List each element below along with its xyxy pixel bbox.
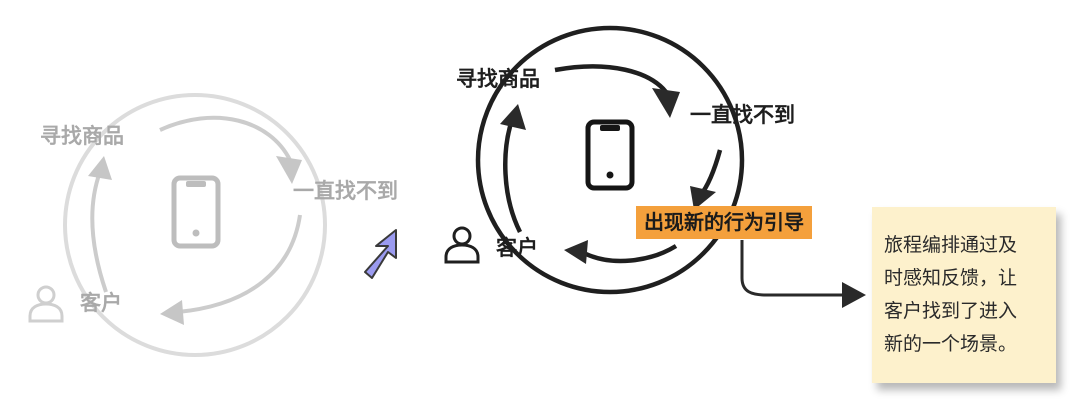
left-phone-icon — [171, 175, 221, 249]
left-arrow-search-to-notfound — [159, 115, 292, 161]
note-line: 客户找到了进入 — [884, 300, 1018, 322]
right-arrowhead-customer — [564, 240, 588, 264]
right-arrowhead-notfound — [652, 88, 680, 118]
left-notfound-label: 一直找不到 — [293, 179, 398, 203]
right-loop — [444, 25, 866, 308]
right-arrow-search-to-notfound — [554, 64, 668, 94]
right-arrowhead-search — [500, 104, 526, 130]
right-arrow-customer-to-search — [503, 119, 523, 234]
left-arrow-customer-to-search — [90, 171, 108, 293]
right-person-icon — [444, 226, 480, 264]
note-line: 旅程编排通过及 — [884, 234, 1018, 256]
left-loop — [28, 93, 327, 357]
right-arrowhead-guidance — [690, 186, 716, 210]
right-customer-label: 客户 — [496, 236, 538, 260]
right-search-label: 寻找商品 — [456, 67, 540, 91]
left-customer-label: 客户 — [80, 291, 122, 315]
left-arrowhead-notfound — [276, 156, 302, 184]
transition-arrow-icon — [364, 229, 397, 279]
left-arrow-notfound-to-customer — [177, 214, 302, 314]
note-line: 时感知反馈，让 — [884, 267, 1018, 289]
right-outer-ring — [475, 25, 745, 295]
left-arrowhead-customer — [160, 300, 184, 325]
left-arrowhead-search — [88, 156, 112, 180]
guidance-to-note-connector — [740, 240, 845, 297]
right-arrow-guidance-to-customer — [585, 244, 678, 264]
left-outer-ring — [63, 93, 327, 357]
left-search-label: 寻找商品 — [40, 124, 124, 148]
right-notfound-label: 一直找不到 — [690, 103, 795, 127]
right-phone-icon — [585, 119, 635, 191]
note-arrowhead — [842, 282, 866, 308]
sticky-note: 旅程编排通过及 时感知反馈，让 客户找到了进入 新的一个场景。 — [872, 207, 1056, 383]
note-line: 新的一个场景。 — [884, 333, 1018, 355]
left-person-icon — [28, 285, 64, 323]
new-behavior-guidance-badge: 出现新的行为引导 — [636, 206, 812, 239]
